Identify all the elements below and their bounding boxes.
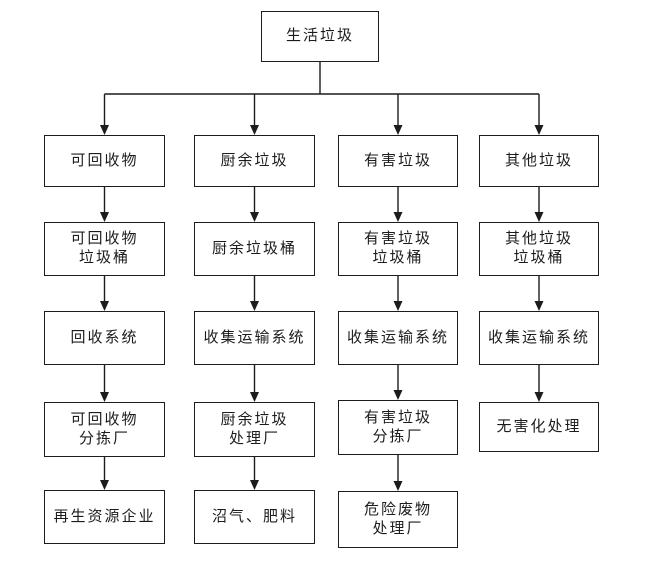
flow-node-harmless-treatment: 无害化处理 <box>479 402 599 452</box>
arrowhead-icon <box>393 481 403 491</box>
flow-node-label: 生活垃圾 <box>285 28 354 44</box>
flow-node-label: 有害垃圾 <box>363 152 432 169</box>
flow-node-collection-transport-kitchen: 收集运输系统 <box>194 311 315 365</box>
arrowhead-icon <box>250 301 259 311</box>
flow-node-label: 有害垃圾 <box>363 409 432 426</box>
flow-node-label: 厨余垃圾 <box>220 152 289 169</box>
flow-node-collection-transport-harmful: 收集运输系统 <box>338 311 458 365</box>
flow-node-label: 分拣厂 <box>372 428 424 445</box>
flow-node-label: 垃圾桶 <box>372 250 424 266</box>
flow-node-label: 危险废物 <box>363 501 432 518</box>
flow-node-recyclables-sorting-plant: 可回收物分拣厂 <box>44 402 165 457</box>
flow-node-kitchen-waste-bin: 厨余垃圾桶 <box>194 222 315 276</box>
flow-node-label: 再生资源企业 <box>53 508 156 525</box>
arrowhead-icon <box>250 125 259 135</box>
flow-node-recyclables-bin: 可回收物垃圾桶 <box>44 222 165 276</box>
flow-node-label: 处理厂 <box>228 430 280 447</box>
flow-node-label: 回收系统 <box>70 329 139 346</box>
flow-node-label: 厨余垃圾 <box>220 411 289 428</box>
arrowhead-icon <box>250 480 259 490</box>
flow-node-household-waste-root: 生活垃圾 <box>261 11 379 62</box>
flow-node-label: 收集运输系统 <box>487 329 590 346</box>
flow-node-label: 分拣厂 <box>78 430 130 447</box>
flow-node-label: 可回收物 <box>70 411 139 428</box>
arrowhead-icon <box>534 301 544 311</box>
flow-node-kitchen-treatment-plant: 厨余垃圾处理厂 <box>194 402 315 457</box>
flow-node-harmful-waste-bin: 有害垃圾垃圾桶 <box>338 222 458 276</box>
flow-node-label: 沼气、肥料 <box>211 508 297 525</box>
flow-node-label: 可回收物 <box>70 231 139 247</box>
arrowhead-icon <box>250 392 259 402</box>
flow-node-label: 收集运输系统 <box>203 329 306 346</box>
arrowhead-icon <box>534 125 544 135</box>
flow-node-label: 可回收物 <box>70 152 139 169</box>
arrowhead-icon <box>100 392 109 402</box>
arrowhead-icon <box>250 212 259 222</box>
arrowhead-icon <box>393 390 403 400</box>
flow-node-label: 无害化处理 <box>496 418 582 435</box>
flow-node-recyclables: 可回收物 <box>44 135 165 187</box>
flow-node-label: 有害垃圾 <box>363 231 432 247</box>
flow-node-label: 垃圾桶 <box>513 250 565 266</box>
flow-node-other-waste-bin: 其他垃圾垃圾桶 <box>479 222 599 276</box>
arrowhead-icon <box>100 212 109 222</box>
flow-node-harmful-waste: 有害垃圾 <box>338 135 458 187</box>
flow-node-label: 厨余垃圾桶 <box>211 240 297 257</box>
arrowhead-icon <box>100 480 109 490</box>
flow-node-recycling-system: 回收系统 <box>44 311 165 365</box>
flow-node-renewable-resource-enterprise: 再生资源企业 <box>44 490 165 544</box>
flow-node-harmful-sorting-plant: 有害垃圾分拣厂 <box>338 400 458 455</box>
flow-node-label: 垃圾桶 <box>78 250 130 266</box>
flow-node-other-waste: 其他垃圾 <box>479 135 599 187</box>
flow-node-label: 其他垃圾 <box>504 231 573 247</box>
flow-node-collection-transport-other: 收集运输系统 <box>479 311 599 365</box>
arrowhead-icon <box>100 125 109 135</box>
flow-node-hazardous-waste-plant: 危险废物处理厂 <box>338 491 458 548</box>
arrowhead-icon <box>534 212 544 222</box>
arrowhead-icon <box>393 125 403 135</box>
arrowhead-icon <box>100 301 109 311</box>
arrowhead-icon <box>393 301 403 311</box>
flow-node-label: 收集运输系统 <box>346 329 449 346</box>
arrowhead-icon <box>393 212 403 222</box>
flow-node-label: 其他垃圾 <box>504 152 573 169</box>
flow-node-biogas-fertilizer: 沼气、肥料 <box>194 490 315 544</box>
arrowhead-icon <box>534 392 544 402</box>
flow-node-label: 处理厂 <box>372 520 424 537</box>
flow-node-kitchen-waste: 厨余垃圾 <box>194 135 315 187</box>
